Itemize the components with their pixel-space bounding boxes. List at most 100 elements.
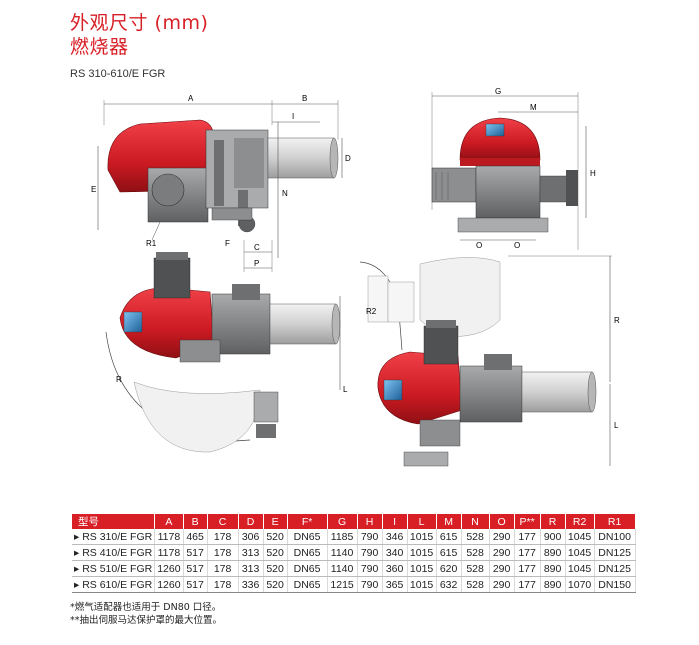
dim-label-r2: R2 <box>366 307 377 316</box>
table-cell: 1015 <box>407 529 437 545</box>
table-cell: 1178 <box>154 529 184 545</box>
table-cell: 517 <box>183 544 208 561</box>
dim-label-a: A <box>188 94 194 103</box>
table-cell: 1140 <box>327 544 358 561</box>
table-cell: 1045 <box>565 529 595 545</box>
dim-label-p: P <box>254 259 259 268</box>
table-cell: 1260 <box>154 560 184 577</box>
table-cell: 790 <box>357 544 383 561</box>
page-title: 外观尺寸 (mm) <box>70 12 209 34</box>
dim-label-l-right: L <box>614 421 619 430</box>
column-header: P** <box>514 514 541 529</box>
table-cell: 177 <box>514 544 541 561</box>
column-header: A <box>154 514 184 529</box>
table-cell: 465 <box>183 529 208 545</box>
model-cell: ▸ RS 510/E FGR <box>72 560 156 577</box>
table-cell: 1185 <box>327 529 358 545</box>
table-cell: 890 <box>540 560 566 577</box>
table-cell: DN100 <box>594 529 636 545</box>
column-header: G <box>327 514 358 529</box>
table-cell: 1140 <box>327 560 358 577</box>
dim-label-c: C <box>254 243 260 252</box>
table-cell: 290 <box>489 576 515 593</box>
table-cell: 177 <box>514 529 541 545</box>
table-cell: 178 <box>207 576 239 593</box>
dim-label-d: D <box>345 154 351 163</box>
table-cell: 528 <box>461 560 490 577</box>
table-cell: 336 <box>238 576 264 593</box>
table-cell: 306 <box>238 529 264 545</box>
table-cell: 1215 <box>327 576 358 593</box>
table-cell: 520 <box>263 576 288 593</box>
table-cell: DN65 <box>287 560 328 577</box>
dimension-table: 型号 A B C D E F* G H I L M N O P** R R2 R… <box>72 514 636 593</box>
open-position-view-left: R L <box>105 252 348 453</box>
column-header: E <box>263 514 288 529</box>
table-cell: 890 <box>540 544 566 561</box>
table-cell: 517 <box>183 560 208 577</box>
table-cell: 346 <box>382 529 408 545</box>
dim-label-g: G <box>495 87 501 96</box>
footnotes: *燃气适配器也适用于 DN80 口径。 **抽出伺服马达保护罩的最大位置。 <box>70 601 222 627</box>
table-cell: 520 <box>263 529 288 545</box>
dim-label-r1: R1 <box>146 239 157 248</box>
dim-label-m: M <box>530 103 537 112</box>
open-position-view-right: R2 R L <box>359 255 620 467</box>
table-cell: 1015 <box>407 576 437 593</box>
table-cell: 178 <box>207 544 239 561</box>
table-cell: 177 <box>514 560 541 577</box>
table-cell: 620 <box>436 560 462 577</box>
column-header: O <box>489 514 515 529</box>
column-header: R2 <box>565 514 595 529</box>
table-cell: 178 <box>207 560 239 577</box>
table-cell: 520 <box>263 560 288 577</box>
side-view: A B I D N E R1 F C P <box>91 94 351 272</box>
table-cell: 1070 <box>565 576 595 593</box>
column-header: I <box>382 514 408 529</box>
table-cell: 1015 <box>407 544 437 561</box>
table-cell: 290 <box>489 560 515 577</box>
table-cell: 528 <box>461 529 490 545</box>
table-cell: 1045 <box>565 560 595 577</box>
dim-label-b: B <box>302 94 307 103</box>
column-header: M <box>436 514 462 529</box>
column-header: R1 <box>594 514 636 529</box>
dim-label-l-left: L <box>343 385 348 394</box>
model-cell: ▸ RS 410/E FGR <box>72 544 156 561</box>
dim-label-h: H <box>590 169 596 178</box>
page-subtitle: 燃烧器 <box>70 36 129 58</box>
model-cell: ▸ RS 610/E FGR <box>72 576 156 593</box>
dim-label-o-right: O <box>514 241 520 250</box>
column-header: L <box>407 514 437 529</box>
table-cell: 1045 <box>565 544 595 561</box>
dim-label-o-left: O <box>476 241 482 250</box>
model-cell: ▸ RS 310/E FGR <box>72 529 156 545</box>
column-header: C <box>207 514 239 529</box>
table-cell: 790 <box>357 560 383 577</box>
dim-label-i: I <box>292 112 294 121</box>
model-range-label: RS 310-610/E FGR <box>70 68 166 80</box>
front-view: G M H O O <box>431 87 596 250</box>
table-cell: 1260 <box>154 576 184 593</box>
column-header: H <box>357 514 383 529</box>
table-cell: 615 <box>436 544 462 561</box>
column-header: D <box>238 514 264 529</box>
table-cell: 528 <box>461 544 490 561</box>
column-header: 型号 <box>72 514 156 529</box>
table-cell: 290 <box>489 544 515 561</box>
dim-label-e: E <box>91 185 96 194</box>
footnote-servo-cover: **抽出伺服马达保护罩的最大位置。 <box>70 615 223 626</box>
table-cell: 790 <box>357 576 383 593</box>
table-cell: 313 <box>238 560 264 577</box>
table-cell: DN65 <box>287 529 328 545</box>
table-cell: 615 <box>436 529 462 545</box>
table-cell: DN125 <box>594 560 636 577</box>
footnote-gas-adapter: *燃气适配器也适用于 DN80 口径。 <box>70 602 222 613</box>
dim-label-r-right: R <box>614 316 620 325</box>
table-cell: 340 <box>382 544 408 561</box>
table-cell: 313 <box>238 544 264 561</box>
